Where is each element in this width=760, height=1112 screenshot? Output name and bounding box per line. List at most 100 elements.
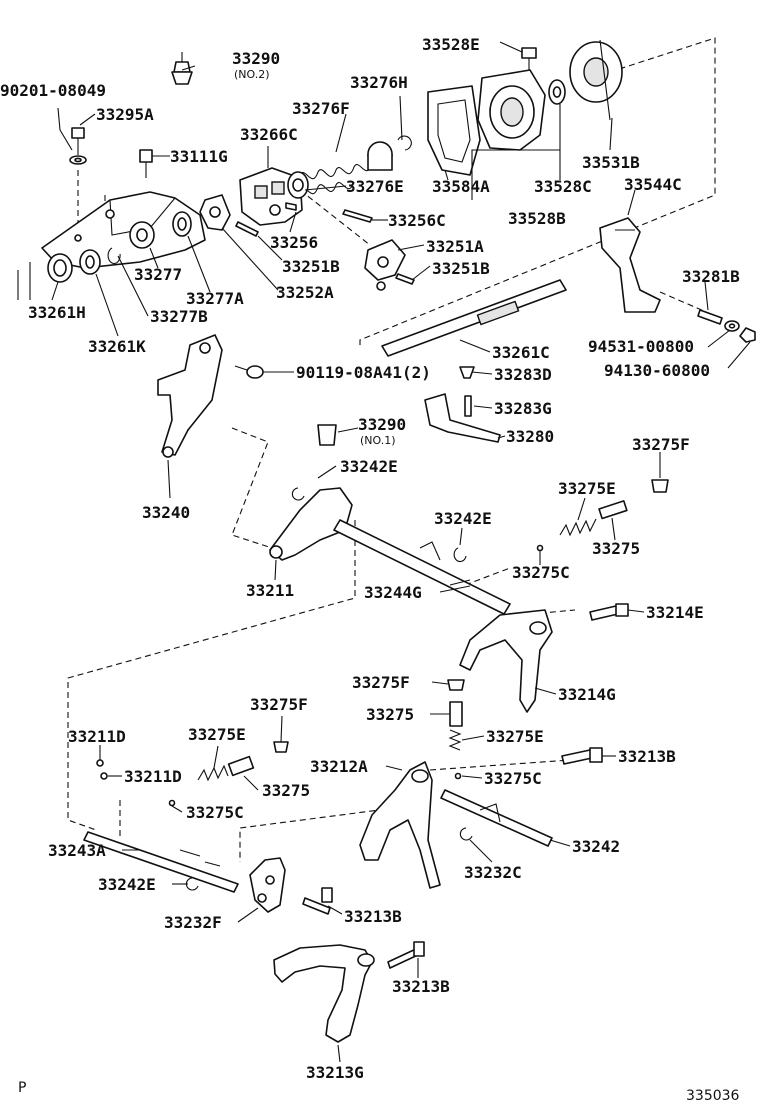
cup-33276h-seat: [367, 141, 393, 171]
lever-33280: [424, 393, 501, 443]
label-33295a: 33295A: [96, 105, 154, 124]
fork-33214g: [459, 609, 553, 713]
label-33232f: 33232F: [164, 913, 222, 932]
assembly-guide-lines: [67, 37, 721, 862]
label-33211: 33211: [246, 581, 294, 600]
label-33544c: 33544C: [624, 175, 682, 194]
spring-33275e-upper: [559, 518, 597, 537]
label-90119: 90119-08A41(2): [296, 363, 431, 382]
label-33256: 33256: [270, 233, 318, 252]
label-33256c: 33256C: [388, 211, 446, 230]
pin-33283g: [464, 395, 472, 417]
switch-33111g: [139, 149, 153, 178]
seat-33276e: [287, 171, 309, 199]
diagram-number: 335036: [686, 1088, 740, 1104]
plug-33275f-mid: [447, 679, 465, 691]
clip-33242e-upper: [291, 487, 305, 501]
label-33242e-lower: 33242E: [98, 875, 156, 894]
label-33280: 33280: [506, 427, 554, 446]
shift-head-33266c: [239, 167, 303, 226]
label-33266c: 33266C: [240, 125, 298, 144]
label-33277: 33277: [134, 265, 182, 284]
bushing-33277: [129, 221, 155, 249]
page-letter: P: [18, 1080, 26, 1096]
label-33211d-1: 33211D: [68, 727, 126, 746]
label-33232c: 33232C: [464, 863, 522, 882]
label-33276e: 33276E: [346, 177, 404, 196]
label-33242e-mid: 33242E: [434, 509, 492, 528]
fork-33213g: [273, 944, 375, 1043]
bolt-33281b: [697, 309, 723, 325]
bolt-33213b-right: [561, 747, 603, 765]
spring-33275e-lower: [197, 764, 229, 782]
label-no2: (NO.2): [234, 68, 270, 81]
label-33213b-lower: 33213B: [392, 977, 450, 996]
clip-33242e-mid: [453, 547, 467, 563]
lever-33252a: [199, 194, 231, 231]
bearing-retainer-33528b: [477, 69, 546, 151]
plug-33275f-upper: [651, 479, 669, 493]
seal-33261h: [47, 253, 73, 283]
label-33528b: 33528B: [508, 209, 566, 228]
label-33290-no1: 33290: [358, 415, 406, 434]
label-33214g: 33214G: [558, 685, 616, 704]
label-33261c: 33261C: [492, 343, 550, 362]
label-33275c-lower: 33275C: [186, 803, 244, 822]
ball-33275c-mid: [454, 772, 462, 780]
label-33281b: 33281B: [682, 267, 740, 286]
bolt-33528e: [521, 47, 537, 70]
label-33213g: 33213G: [306, 1063, 364, 1082]
bolt-90201: [69, 127, 87, 165]
label-33275-mid: 33275: [366, 705, 414, 724]
label-33211d-2: 33211D: [124, 767, 182, 786]
label-33242e-upper: 33242E: [340, 457, 398, 476]
label-33242: 33242: [572, 837, 620, 856]
label-33283g: 33283G: [494, 399, 552, 418]
pin-33251b-lower: [395, 273, 415, 285]
label-33283d: 33283D: [494, 365, 552, 384]
label-33251b-upper: 33251B: [282, 257, 340, 276]
head-33232f: [249, 857, 286, 913]
pin-33256c: [342, 209, 373, 223]
label-33261h: 33261H: [28, 303, 86, 322]
shift-lever-housing: [17, 191, 206, 300]
bolt-33213b-upper: [302, 887, 333, 915]
clip-33232c: [459, 827, 473, 841]
ball-33275c-upper: [536, 544, 544, 552]
label-33584a: 33584A: [432, 177, 490, 196]
oil-seal-33528c: [548, 79, 566, 105]
label-94531: 94531-00800: [588, 337, 694, 356]
label-33240: 33240: [142, 503, 190, 522]
label-33261k: 33261K: [88, 337, 146, 356]
bushing-33261k: [79, 249, 101, 275]
bolt-33214e: [589, 603, 629, 621]
label-33275e-mid: 33275E: [486, 727, 544, 746]
leader-lines: [51, 41, 751, 1063]
label-33290-no2: 33290: [232, 49, 280, 68]
label-33276f: 33276F: [292, 99, 350, 118]
clip-33242e-lower: [185, 877, 199, 891]
label-33528c: 33528C: [534, 177, 592, 196]
fork-33212a: [359, 761, 441, 889]
bracket-33544c: [599, 217, 661, 313]
label-33275c-upper: 33275C: [512, 563, 570, 582]
part-labels: 33290 (NO.2) 33528E 90201-08049 33295A 3…: [0, 35, 740, 1082]
plunger-33275-lower: [227, 755, 255, 777]
label-33277a: 33277A: [186, 289, 244, 308]
gasket-33584a: [427, 85, 481, 176]
label-33275e-lower: 33275E: [188, 725, 246, 744]
plug-33290-no1: [317, 424, 337, 446]
clip-33276h: [397, 135, 412, 151]
plunger-33275-mid: [449, 701, 463, 727]
label-33252a: 33252A: [276, 283, 334, 302]
shaft-33243a: [83, 831, 239, 893]
plunger-33275-upper: [598, 500, 628, 520]
bearing-33531b: [569, 39, 623, 121]
shaft-33244g: [333, 519, 511, 615]
label-33275f-upper: 33275F: [632, 435, 690, 454]
pin-33251b-upper: [235, 221, 259, 237]
shaft-33242: [440, 789, 553, 847]
plug-33275f-lower: [273, 741, 289, 753]
label-33212a: 33212A: [310, 757, 368, 776]
